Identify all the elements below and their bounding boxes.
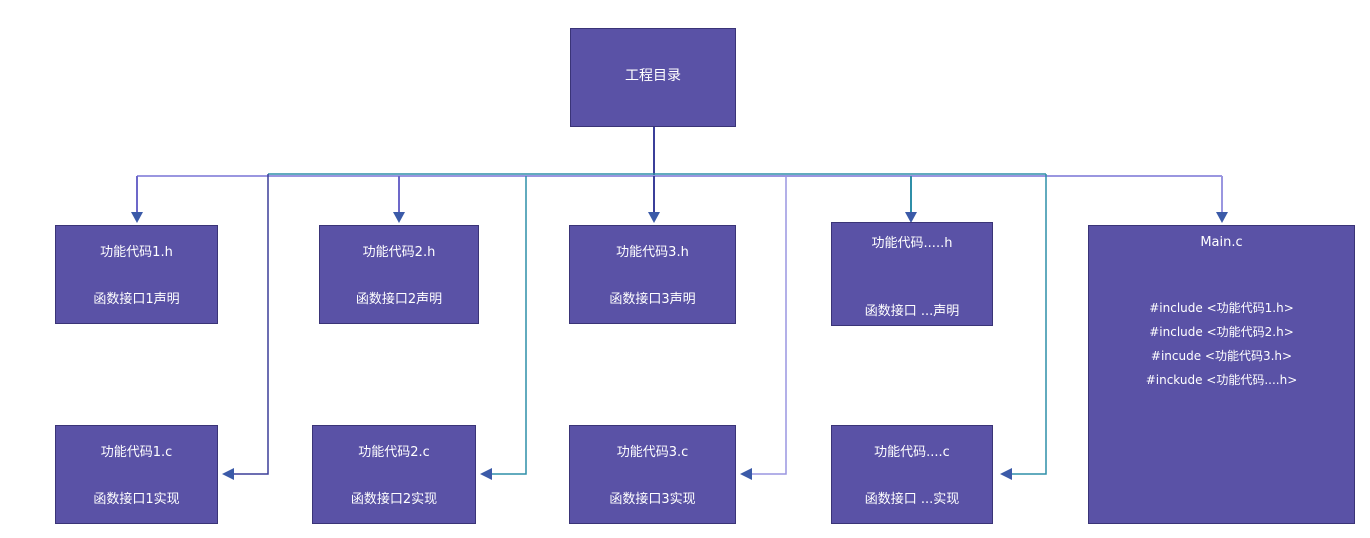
- header-title: 功能代码.....h: [871, 236, 953, 251]
- connector-to-source-4: [1012, 174, 1047, 475]
- header-box-4: 功能代码.....h 函数接口 ...声明: [831, 222, 993, 326]
- arrowhead-source-1: [222, 468, 234, 480]
- arrowhead-source-4: [1000, 468, 1012, 480]
- connectors-to-sources: [222, 174, 1047, 480]
- include-list: #include <功能代码1.h> #include <功能代码2.h> #i…: [1089, 296, 1354, 392]
- connectors-to-headers: [131, 176, 1228, 223]
- header-box-3: 功能代码3.h 函数接口3声明: [569, 225, 736, 324]
- source-box-4: 功能代码....c 函数接口 ...实现: [831, 425, 993, 524]
- include-line: #include <功能代码1.h>: [1149, 301, 1294, 315]
- header-title: 功能代码1.h: [100, 245, 173, 260]
- source-title: 功能代码3.c: [616, 445, 689, 460]
- source-title: 功能代码....c: [874, 445, 950, 460]
- source-title: 功能代码2.c: [358, 445, 430, 460]
- arrowhead-main: [1216, 212, 1228, 223]
- source-box-1: 功能代码1.c 函数接口1实现: [55, 425, 218, 524]
- arrowhead-header-4: [905, 212, 917, 223]
- source-desc: 函数接口1实现: [93, 492, 180, 507]
- root-box: 工程目录: [570, 28, 736, 127]
- root-label: 工程目录: [625, 68, 681, 84]
- include-line: #include <功能代码2.h>: [1149, 325, 1294, 339]
- header-title: 功能代码2.h: [362, 245, 436, 260]
- source-desc: 函数接口 ...实现: [864, 492, 960, 507]
- header-box-2: 功能代码2.h 函数接口2声明: [319, 225, 479, 324]
- header-title: 功能代码3.h: [616, 245, 689, 260]
- header-desc: 函数接口2声明: [355, 292, 443, 307]
- arrowhead-header-3: [648, 212, 660, 223]
- main-file-box: Main.c #include <功能代码1.h> #include <功能代码…: [1088, 225, 1355, 524]
- source-desc: 函数接口2实现: [350, 492, 438, 507]
- source-desc: 函数接口3实现: [609, 492, 696, 507]
- header-desc: 函数接口3声明: [609, 292, 696, 307]
- arrowhead-source-3: [740, 468, 752, 480]
- source-title: 功能代码1.c: [100, 445, 173, 460]
- connector-to-source-3: [752, 176, 787, 475]
- header-box-1: 功能代码1.h 函数接口1声明: [55, 225, 218, 324]
- arrowhead-source-2: [480, 468, 492, 480]
- source-box-2: 功能代码2.c 函数接口2实现: [312, 425, 476, 524]
- header-desc: 函数接口1声明: [93, 292, 180, 307]
- header-desc: 函数接口 ...声明: [864, 304, 960, 319]
- main-title: Main.c: [1200, 235, 1243, 250]
- include-line: #incude <功能代码3.h>: [1150, 349, 1293, 363]
- connector-to-source-1: [234, 174, 269, 475]
- source-box-3: 功能代码3.c 函数接口3实现: [569, 425, 736, 524]
- include-line: #inckude <功能代码....h>: [1145, 373, 1298, 387]
- connector-to-source-2: [492, 176, 527, 475]
- arrowhead-header-1: [131, 212, 143, 223]
- arrowhead-header-2: [393, 212, 405, 223]
